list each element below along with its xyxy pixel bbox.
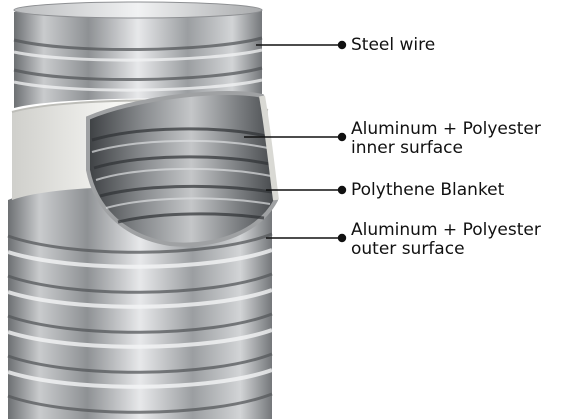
label-steel-wire: Steel wire	[351, 36, 435, 55]
leader-dot-steel-wire	[339, 42, 346, 49]
label-polythene-blanket: Polythene Blanket	[351, 181, 504, 200]
leader-dot-inner-surface	[339, 134, 346, 141]
leader-dot-polythene-blanket	[339, 187, 346, 194]
inner-surface-cutaway	[88, 93, 276, 245]
leader-dot-outer-surface	[339, 235, 346, 242]
label-outer-surface: Aluminum + Polyester outer surface	[351, 221, 541, 259]
label-inner-surface: Aluminum + Polyester inner surface	[351, 120, 541, 158]
